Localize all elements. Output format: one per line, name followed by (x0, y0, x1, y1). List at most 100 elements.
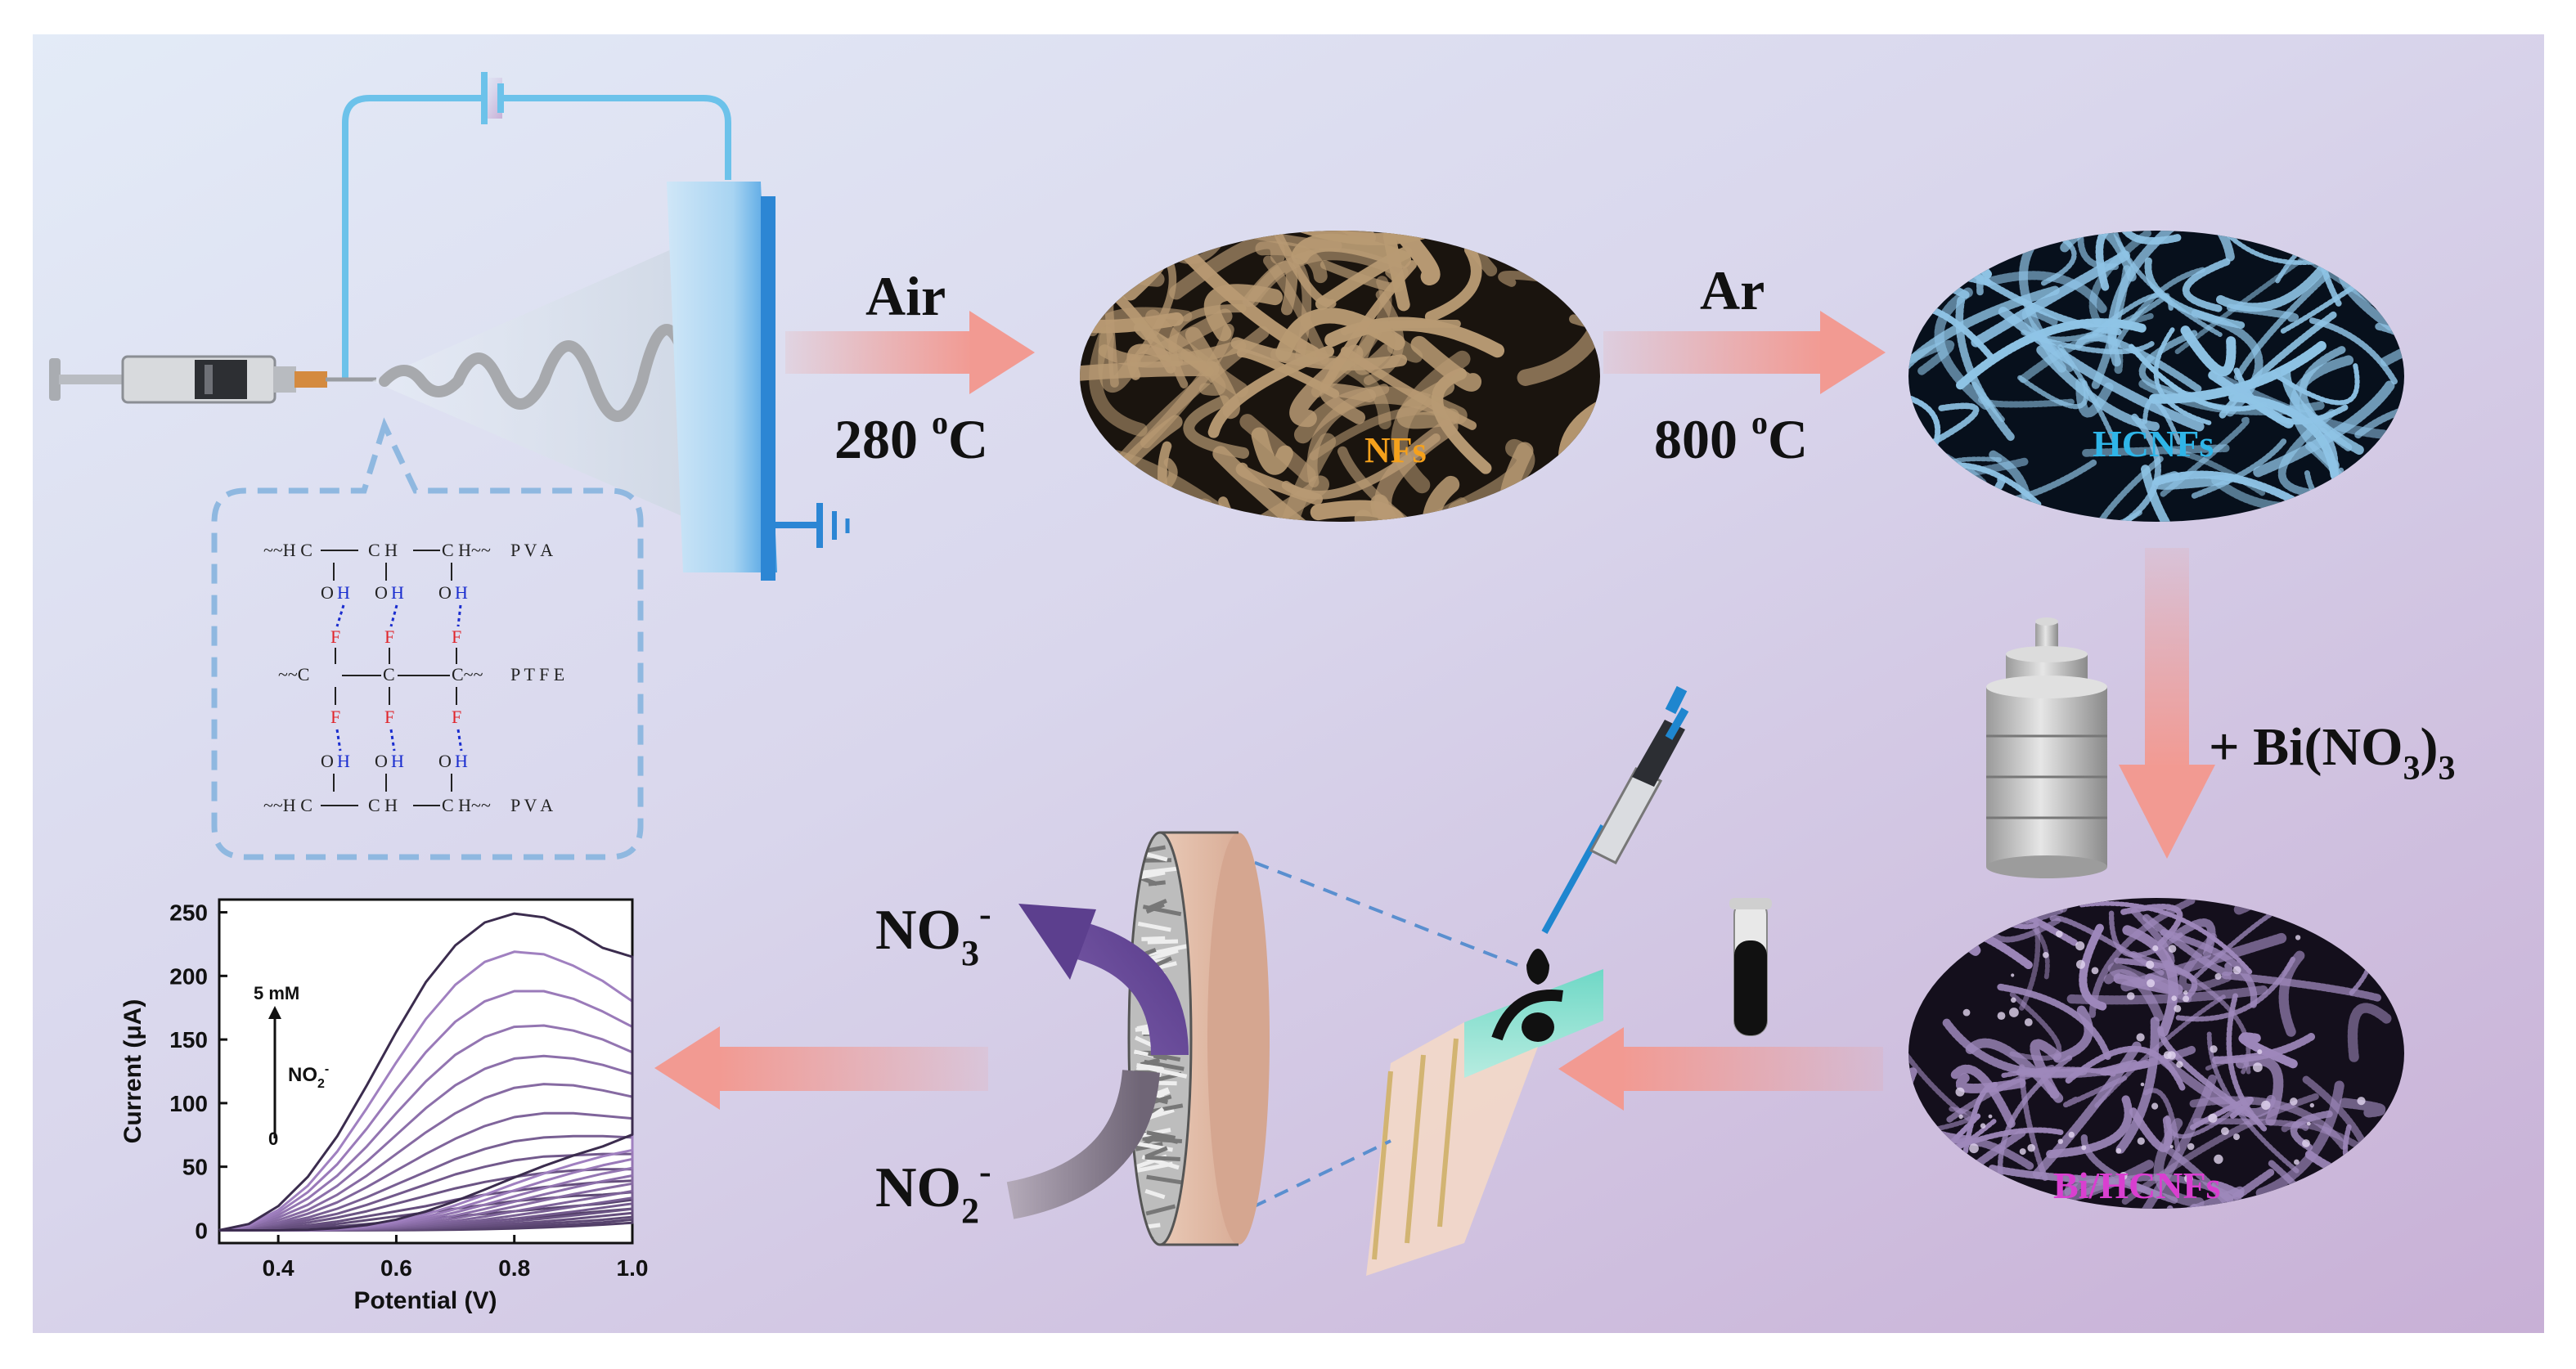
step2-temp-label: 800 oC (1654, 404, 1808, 470)
pva-top-name: P V A (510, 540, 553, 560)
pva-bot-mid: C H (368, 795, 398, 815)
bi-particle (1989, 1115, 1993, 1119)
bi-particle (2115, 1148, 2121, 1154)
bi-particle (2092, 967, 2099, 975)
bi-particle (1958, 1115, 1962, 1119)
ptfe-right: C~~ (452, 664, 483, 684)
f-bot-3: F (452, 707, 461, 727)
pva-bot-left: ~~H C (263, 795, 312, 815)
bi-particle (2027, 1144, 2035, 1152)
oh-6-h: H (455, 751, 468, 771)
oh-2-o: O (375, 582, 388, 603)
bi-particle (2214, 1155, 2223, 1164)
f-bot-1: F (330, 707, 340, 727)
bi-particle (2043, 952, 2049, 958)
bi-particle (2307, 1122, 2311, 1126)
bi-particle (2253, 1062, 2263, 1072)
oh-6-o: O (438, 751, 452, 771)
ptfe-name: P T F E (510, 664, 564, 684)
bi-particle (2210, 1045, 2217, 1053)
bi-particle (2261, 1101, 2270, 1110)
bi-particle (2208, 1114, 2217, 1123)
vial-icon (1729, 898, 1772, 1035)
y-tick-label: 50 (182, 1155, 208, 1180)
bi-particle (2310, 1103, 2314, 1107)
f-top-1: F (330, 626, 340, 647)
x-tick-label: 0.6 (380, 1255, 412, 1281)
oh-5-o: O (375, 751, 388, 771)
pva-bot-name: P V A (510, 795, 553, 815)
bi-particle (2183, 995, 2189, 1002)
bi-particle (2069, 1132, 2075, 1138)
y-tick-label: 100 (169, 1091, 208, 1116)
disk-texture-strand (1148, 941, 1178, 942)
bi-particle (2147, 979, 2155, 987)
battery-icon (481, 72, 502, 124)
x-tick-label: 0.4 (263, 1255, 294, 1281)
oh-4-h: H (337, 751, 350, 771)
oh-1-h: H (337, 582, 350, 603)
bi-particle (2215, 973, 2222, 980)
oh-3-h: H (455, 582, 468, 603)
f-bot-2: F (384, 707, 394, 727)
bi-particle (2138, 1138, 2145, 1145)
bi-particle (2170, 1145, 2174, 1148)
ptfe-left: ~~C (278, 664, 309, 684)
bi-particle (2146, 961, 2154, 969)
disk-texture-strand (1145, 1157, 1180, 1159)
pva-top-mid: C H (368, 540, 398, 560)
bi-particle (2011, 998, 2016, 1003)
oh-3-o: O (438, 582, 452, 603)
y-tick-label: 250 (169, 900, 208, 926)
disk-texture-strand (1149, 882, 1166, 884)
bi-particle (1956, 1088, 1965, 1097)
bi-particle (2183, 990, 2187, 994)
bi-particle (2076, 960, 2085, 969)
bi-particle (1998, 1012, 2006, 1020)
bi-particle (2009, 1008, 2019, 1017)
bi-particle (2176, 1061, 2183, 1067)
bi-particle (2302, 1139, 2310, 1147)
bi-particle (2164, 1051, 2172, 1059)
bi-particle (1980, 1123, 1986, 1129)
chart-xlabel: Potential (V) (353, 1287, 497, 1314)
step1-gas-label: Air (865, 265, 946, 327)
oh-1-o: O (321, 582, 334, 603)
bi-particle (2169, 945, 2177, 953)
bi-particle (2075, 941, 2084, 950)
bi-hcnfs-label: Bi/HCNFs (2053, 1165, 2220, 1206)
collector-plate (667, 182, 777, 572)
bi-particle (2257, 1049, 2262, 1054)
bi-particle (2187, 1143, 2195, 1151)
y-tick-label: 0 (195, 1218, 208, 1243)
bi-particle (2058, 1139, 2063, 1144)
bi-particle (2294, 1160, 2300, 1165)
nfs-label: NFs (1364, 430, 1427, 470)
pva-bot-right: C H~~ (442, 795, 491, 815)
disk-texture-strand (1141, 938, 1165, 939)
bi-particle (2152, 945, 2158, 951)
bi-particle (1963, 1009, 1971, 1017)
x-tick-label: 0.8 (498, 1255, 530, 1281)
bi-particle (2151, 1103, 2158, 1110)
bi-particle (2127, 992, 2135, 1000)
f-top-2: F (384, 626, 394, 647)
bi-particle (2137, 1033, 2145, 1041)
hcnfs-label: HCNFs (2093, 423, 2214, 465)
step1-temp-label: 280 oC (834, 404, 988, 470)
bi-particle (2011, 973, 2014, 976)
bi-particle (2290, 1097, 2298, 1106)
electrode-disk (1129, 833, 1270, 1245)
bi-particle (1969, 1143, 1979, 1153)
bi-particle (2056, 931, 2063, 938)
disk-texture-strand (1143, 1138, 1182, 1141)
bi-particle (2233, 1133, 2240, 1140)
f-top-3: F (452, 626, 461, 647)
oh-5-h: H (391, 751, 404, 771)
y-tick-label: 200 (169, 963, 208, 989)
chart-frame (219, 900, 632, 1243)
bi-particle (2221, 1127, 2229, 1135)
bi-particle (2141, 1083, 2145, 1087)
oh-4-o: O (321, 751, 334, 771)
